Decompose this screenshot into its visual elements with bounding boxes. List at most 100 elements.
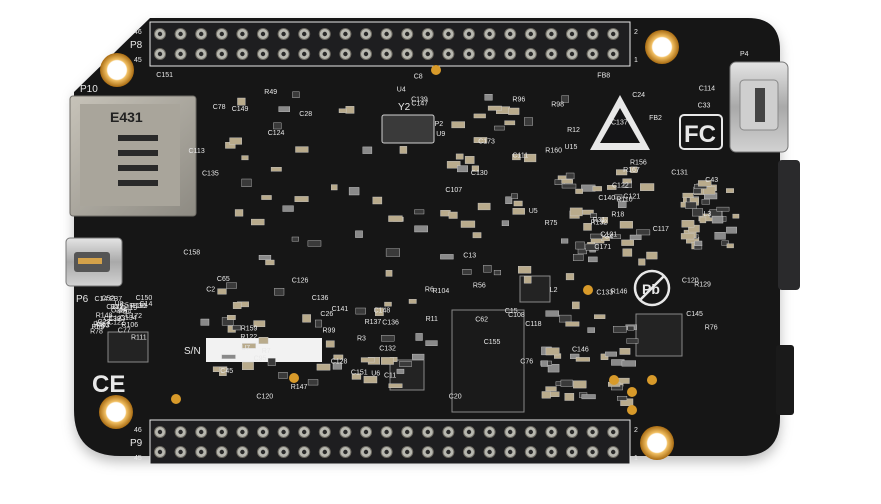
smd-part [440,254,454,260]
p9-pin-hole [446,449,451,455]
smd-part [294,196,309,202]
component-label: C126 [292,277,309,284]
p8-pin-45-label: 45 [134,57,142,64]
component-label: C135 [202,171,219,178]
p8-pin-hole [384,51,389,57]
smd-part [716,206,730,212]
smd-part [348,187,360,196]
component-label: R132 [591,219,608,226]
smd-part [325,340,335,348]
component-label: C95 [254,355,267,362]
ethernet-jack [778,160,800,290]
smd-part [699,216,707,224]
smd-part [385,270,393,277]
p8-pin-hole [611,31,616,37]
test-pad [647,375,657,385]
p9-pin-hole [446,429,451,435]
smd-part [636,229,651,236]
smd-part [680,233,695,240]
p9-pin-hole [240,449,245,455]
component-label: R3 [357,336,366,343]
sd-card-text: E431 [110,109,143,125]
p8-pin-hole [157,51,163,57]
smd-part [396,368,405,374]
smd-part [714,231,726,240]
component-label: C155 [484,339,501,346]
component-label: L3 [704,211,712,218]
p8-pin-hole [322,31,327,37]
smd-part [600,353,609,360]
component-label: R18 [611,211,624,218]
smd-part [619,348,631,355]
p8-pin-hole [302,51,307,57]
p9-pin-hole [508,429,513,435]
test-pad [627,405,637,415]
smd-part [388,215,403,222]
component-label: C52 [102,295,115,302]
component-label: C149 [232,106,249,113]
smd-part [355,307,366,315]
component-label: C120 [256,394,273,401]
smd-components [171,65,740,415]
smd-part [610,234,621,239]
component-label: C64 [114,306,127,313]
component-label: U7 [241,345,250,352]
component-label: C150 [136,295,153,302]
component-label: C15 [505,308,518,315]
smd-part [273,122,282,130]
smd-part [384,301,392,307]
component-label: U15 [565,144,578,151]
smd-part [232,325,242,331]
smd-part [331,184,338,191]
component-label: C124 [268,130,285,137]
p8-pin-hole [466,31,472,37]
component-label: L1 [96,320,104,327]
p8-pin-hole [281,31,286,37]
smd-part [577,248,588,255]
p8-pin-hole [466,51,472,57]
smd-part [545,310,559,317]
p8-pin-hole [569,51,575,57]
smd-part [524,153,537,163]
component-label: C131 [671,169,688,176]
p9-pin-hole [549,429,554,435]
smd-part [484,93,493,101]
p9-pin-hole [178,429,183,435]
p9-pin-hole [157,449,163,455]
fcc-mark-icon: FC [679,114,723,150]
smd-part [640,183,655,191]
component-label: R110 [616,197,632,204]
p9-pin-45-label: 45 [134,455,142,462]
smd-part [408,299,417,304]
smd-part [472,232,482,239]
component-label: FB4 [119,308,132,315]
smd-part [363,376,378,384]
p8-pin-hole [590,31,595,37]
smd-part [565,273,575,281]
smd-part [221,354,236,359]
smd-part [618,200,627,208]
smd-part [569,207,583,217]
smd-part [355,230,363,238]
p9-pin-hole [590,429,595,435]
component-label: C26 [320,311,333,318]
smd-part [590,233,603,240]
component-label: R106 [121,322,138,329]
smd-part [622,248,633,257]
mounting-hole-top-right [645,30,679,64]
usb-micro-label: P4 [740,51,749,58]
p9-pin-hole [302,429,307,435]
smd-part [291,236,299,242]
test-pad [609,375,619,385]
smd-part [487,105,502,111]
smd-part [545,386,557,392]
smd-part [564,393,575,401]
component-label: C20 [449,393,462,400]
smd-part [692,208,703,217]
smd-part [362,146,373,154]
usb-micro-connector: P4 [729,51,789,153]
p9-pin-hole [569,449,575,455]
p8-pin-hole [384,31,389,37]
smd-part [241,178,252,188]
component-label: R160 [545,148,562,155]
